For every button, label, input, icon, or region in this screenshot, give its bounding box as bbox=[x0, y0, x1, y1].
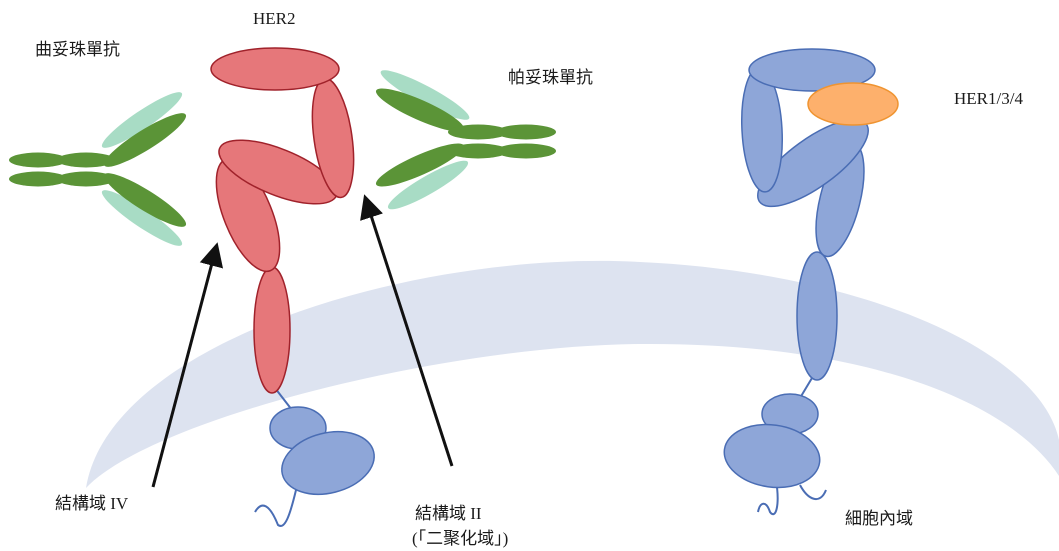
her2-domain-i bbox=[211, 48, 339, 90]
her2-receptor bbox=[203, 48, 381, 526]
label-domain-ii: 結構域 II bbox=[415, 504, 482, 523]
her134-domain-iv bbox=[797, 252, 837, 380]
label-her134: HER1/3/4 bbox=[954, 89, 1023, 108]
label-pertuzumab: 帕妥珠單抗 bbox=[508, 68, 593, 87]
label-her2: HER2 bbox=[253, 9, 296, 28]
pertuzumab-fc-4 bbox=[496, 144, 556, 159]
her2-domain-iv bbox=[254, 267, 290, 393]
label-intracellular: 細胞內域 bbox=[845, 509, 913, 528]
pertuzumab-fc-2 bbox=[496, 125, 556, 140]
trastuzumab-fc-2 bbox=[57, 153, 115, 168]
label-domain-iv: 結構域 IV bbox=[55, 494, 129, 513]
trastuzumab-antibody bbox=[9, 86, 191, 253]
ligand bbox=[808, 83, 898, 125]
label-domain-ii-note: (「二聚化域」) bbox=[412, 529, 508, 548]
label-trastuzumab: 曲妥珠單抗 bbox=[35, 40, 120, 59]
trastuzumab-fc-4 bbox=[57, 172, 115, 187]
cell-membrane bbox=[86, 261, 1059, 488]
